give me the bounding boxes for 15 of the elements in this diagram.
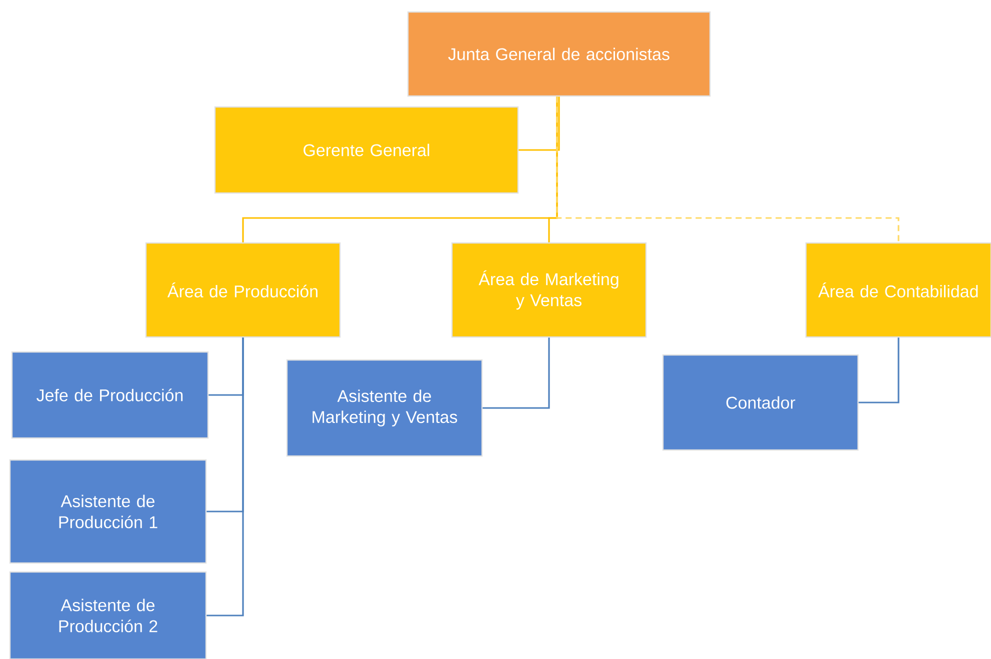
department-box: Área de Marketing y Ventas <box>451 242 647 338</box>
staff-box: Contador <box>662 354 859 451</box>
connector-line <box>556 96 900 242</box>
connector-line <box>858 338 900 404</box>
manager-box: Gerente General <box>214 106 519 194</box>
staff-box: Asistente de Producción 2 <box>9 571 207 659</box>
staff-box: Jefe de Producción <box>11 351 209 439</box>
department-box: Área de Contabilidad <box>805 242 991 338</box>
board-box: Junta General de accionistas <box>407 11 711 97</box>
connector-line <box>482 338 550 409</box>
staff-box: Asistente de Producción 1 <box>9 459 207 564</box>
department-box: Área de Producción <box>145 242 341 338</box>
connector-line <box>518 96 560 151</box>
staff-box: Asistente de Marketing y Ventas <box>286 359 483 457</box>
connector-line <box>206 338 244 616</box>
